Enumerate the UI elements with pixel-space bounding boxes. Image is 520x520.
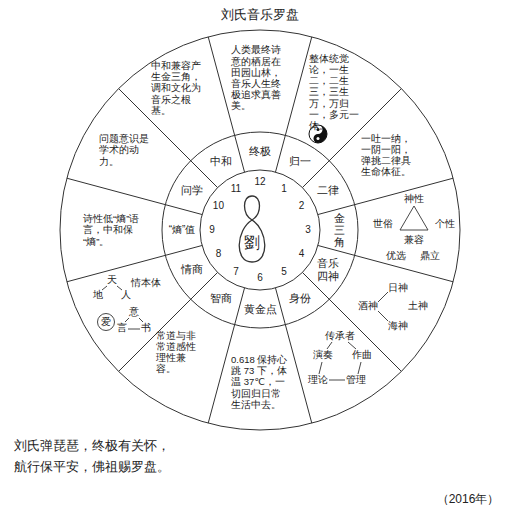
- god-word: 海神: [388, 320, 408, 332]
- circled-word: 爱: [101, 316, 111, 328]
- sector-text: 诗性低“熵”语言，中和保“熵”。: [83, 213, 141, 247]
- triangle-word: 鼎立: [420, 250, 440, 262]
- triangle-word: 言: [117, 322, 127, 334]
- clock-number: 11: [231, 183, 241, 195]
- triangle-word: 神性: [404, 193, 424, 205]
- sector-dividers: [67, 37, 453, 423]
- sector-text-cell: 0.618 保持心跳 73 下，体温 37℃，一切回归日常生活中去。: [231, 354, 289, 410]
- sector-text: 中和兼容产生金三角，调和文化为音乐之根基。: [151, 60, 209, 116]
- triangle-word: 人: [121, 289, 131, 301]
- ring-label-cell: 中和: [210, 155, 232, 168]
- sector-text: 常道与非常道感性理性兼容。: [156, 330, 204, 375]
- sector-text: 一吐一纳，一阴一阳，弹挑二律具生命体征。: [361, 133, 419, 178]
- sector-text: 0.618 保持心跳 73 下，体温 37℃，一切回归日常生活中去。: [231, 354, 289, 410]
- ring-label: 身份: [289, 292, 311, 305]
- sector-text-cell: 一吐一纳，一阴一阳，弹挑二律具生命体征。: [361, 133, 419, 178]
- inner-ring: [200, 170, 320, 290]
- ring-label-cell: 音乐四神: [317, 257, 339, 281]
- sector-text-cell: 诗性低“熵”语言，中和保“熵”。: [83, 213, 141, 247]
- triangle-word: 世俗: [373, 218, 393, 230]
- sector-text-cell: 人类最终诗意的栖居在田园山林，音乐人生终极追求真善美。: [231, 44, 289, 111]
- triangle-word: 意: [129, 306, 139, 318]
- clock-number: 9: [209, 224, 215, 236]
- triangle-word: 情本体: [131, 277, 161, 289]
- ring-label: 金三角: [334, 212, 345, 248]
- clock-number: 7: [233, 266, 239, 278]
- triangle-word: 兼容: [404, 234, 424, 246]
- ring-label: 黄金点: [244, 303, 277, 316]
- sector-text: 整体统觉论，一生二，二生三，三生万，万归一，多元一体。: [309, 53, 367, 131]
- triangle-word: 地: [93, 289, 103, 301]
- ring-label-cell: 终极: [249, 145, 271, 158]
- sector-text-cell: 问题意识是学术的动力。: [99, 133, 157, 167]
- ring-label-cell: 情商: [181, 263, 203, 276]
- clock-number: 6: [257, 272, 263, 284]
- clock-number: 12: [254, 176, 265, 188]
- sector-text-cell: 中和兼容产生金三角，调和文化为音乐之根基。: [151, 60, 209, 116]
- title: 刘氏音乐罗盘: [221, 8, 299, 23]
- clock-number: 1: [281, 183, 287, 195]
- role-word: 演奏: [313, 349, 333, 361]
- sector-text-cell: 整体统觉论，一生二，二生三，三生万，万归一，多元一体。: [309, 53, 367, 131]
- ring-label: 情商: [181, 263, 203, 276]
- ring-label: 音乐四神: [317, 257, 339, 281]
- role-word: 作曲: [352, 349, 372, 361]
- god-word: 酒神: [358, 300, 378, 312]
- ring-label-cell: 身份: [289, 292, 311, 305]
- caption: 刘氏弹琵琶，终极有关怀， 航行保平安，佛祖赐罗盘。: [14, 436, 178, 478]
- clock-number: 5: [281, 266, 287, 278]
- emblem-character: 劉: [244, 234, 260, 252]
- clock-number: 8: [216, 248, 222, 260]
- ring-label-cell: 金三角: [334, 212, 345, 248]
- ring-label-cell: 黄金点: [244, 303, 277, 316]
- outer-ring: [60, 30, 460, 430]
- role-word: 传承者: [325, 330, 355, 342]
- ring-label: 归一: [289, 155, 311, 168]
- ring-label-cell: 归一: [289, 155, 311, 168]
- ring-label: 问学: [181, 184, 203, 197]
- clock-number: 2: [299, 200, 305, 212]
- ring-label-cell: 二律: [317, 184, 339, 197]
- ring-label-cell: 智商: [210, 292, 232, 305]
- sector-text-cell: 常道与非常道感性理性兼容。: [156, 330, 204, 375]
- sector-text: 人类最终诗意的栖居在田园山林，音乐人生终极追求真善美。: [231, 44, 289, 111]
- sector-text: 问题意识是学术的动力。: [99, 133, 157, 167]
- year-note: （2016年）: [437, 493, 500, 507]
- ring-label: 智商: [210, 292, 232, 305]
- triangle-word: 书: [141, 322, 151, 334]
- clock-number: 4: [299, 248, 305, 260]
- ring-label: “熵”值: [169, 224, 196, 236]
- ring-label-cell: 问学: [181, 184, 203, 197]
- triangle-lines: [102, 206, 428, 380]
- ring-label: 二律: [317, 184, 339, 197]
- clock-number: 3: [305, 224, 311, 236]
- ring-label: 中和: [210, 155, 232, 168]
- triangle-word: 天: [107, 274, 117, 286]
- triangle-word: 优选: [386, 250, 406, 262]
- center-emblem: [239, 196, 265, 262]
- role-word: 管理: [346, 374, 366, 386]
- role-word: 理论: [308, 374, 328, 386]
- god-word: 土神: [408, 300, 428, 312]
- love-circle: [98, 314, 115, 331]
- god-word: 日神: [388, 282, 408, 294]
- clock-number: 10: [213, 200, 224, 212]
- ring-label-cell: “熵”值: [169, 224, 196, 236]
- ring-label: 终极: [249, 145, 271, 158]
- triangle-word: 个性: [435, 218, 455, 230]
